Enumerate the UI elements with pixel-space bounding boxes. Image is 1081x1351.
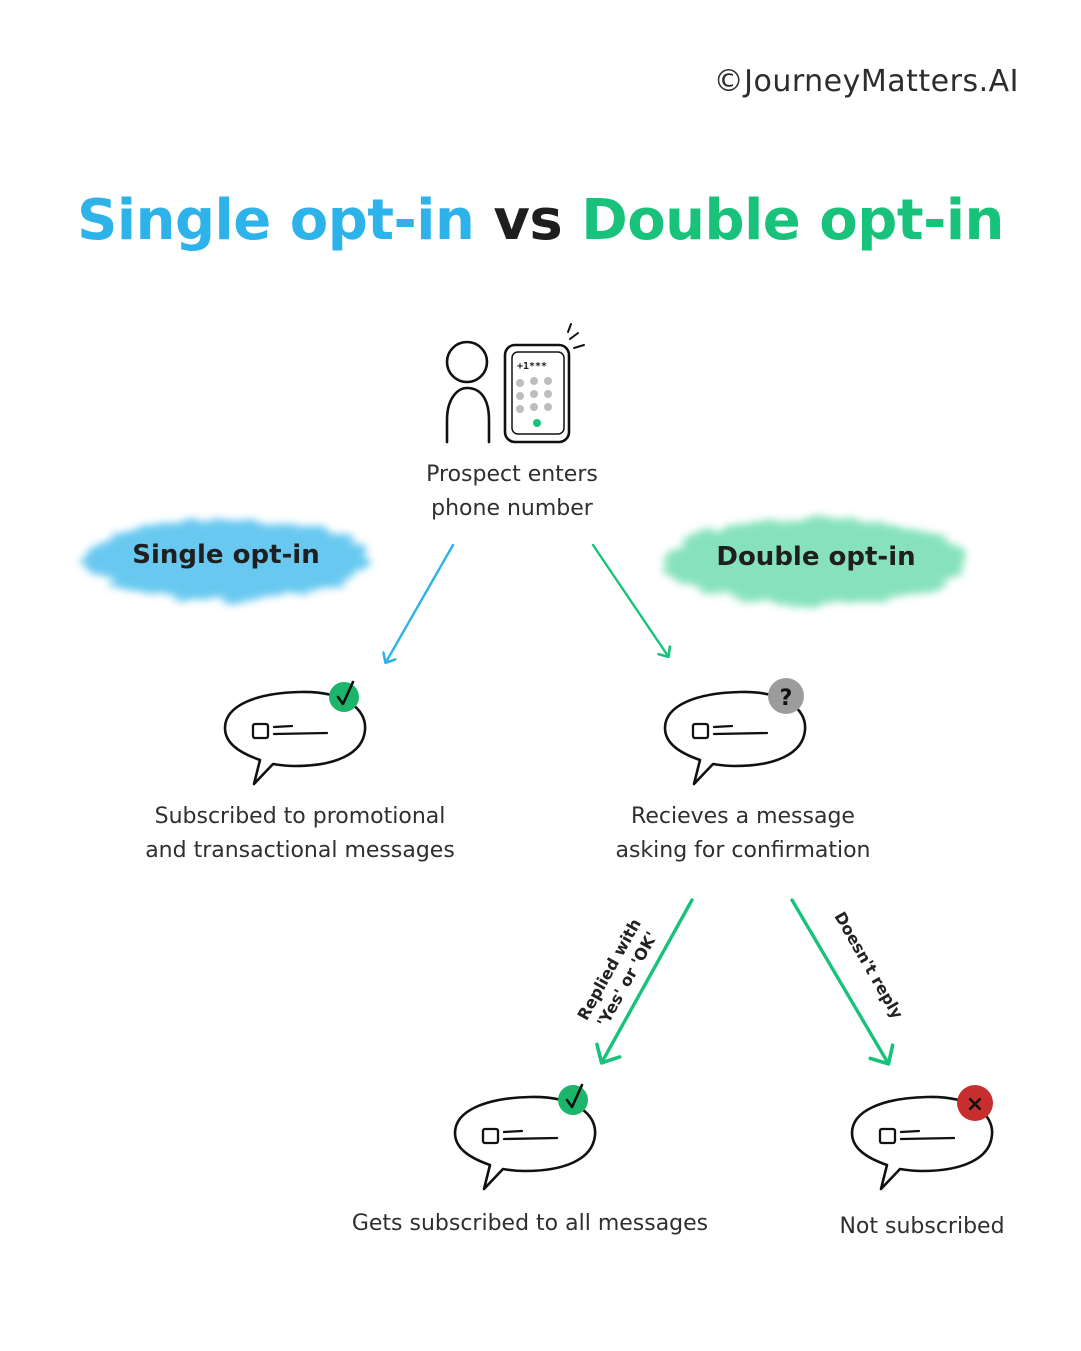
start-caption: Prospect enters phone number [412, 458, 612, 526]
title-double-opt-in: Double opt-in [581, 188, 1004, 253]
double-opt-in-brush [665, 518, 965, 606]
question-badge-icon [768, 678, 804, 714]
arrow-to-double [591, 543, 668, 656]
arrow-to-not-subscribed [790, 898, 895, 1066]
double-confirm-line2: asking for confirmation [615, 838, 871, 863]
copyright-text: ©JourneyMatters.AI [713, 64, 1019, 99]
person-icon [445, 340, 491, 444]
double-confirm-line1: Recieves a message [631, 804, 855, 829]
start-caption-line1: Prospect enters [426, 462, 598, 487]
double-confirm-caption: Recieves a message asking for confirmati… [588, 800, 898, 868]
title-single-opt-in: Single opt-in [77, 188, 475, 253]
title-vs: vs [493, 188, 563, 253]
phone-icon [503, 323, 585, 444]
single-result-caption: Subscribed to promotional and transactio… [130, 800, 470, 868]
double-no-caption: Not subscribed [839, 1214, 1005, 1239]
single-result-line2: and transactional messages [145, 838, 455, 863]
no-reply-label: Doesn't reply [830, 908, 907, 1022]
phone-number-display: +1*** [517, 361, 547, 372]
single-result-line1: Subscribed to promotional [154, 804, 446, 829]
question-mark: ? [780, 686, 793, 711]
double-opt-in-label: Double opt-in [716, 542, 916, 572]
check-badge-icon [558, 1085, 588, 1115]
check-mark-icon [565, 1083, 584, 1109]
arrow-to-single [386, 543, 455, 662]
double-yes-caption: Gets subscribed to all messages [351, 1211, 709, 1236]
cross-mark: × [966, 1092, 984, 1117]
check-badge-icon [329, 682, 359, 712]
cross-badge-icon [957, 1085, 993, 1121]
arrow-to-subscribed [595, 898, 694, 1065]
single-opt-in-label: Single opt-in [132, 540, 320, 570]
page-title: Single opt-in vs Double opt-in [0, 188, 1081, 253]
single-opt-in-brush [84, 520, 368, 600]
check-mark-icon [336, 680, 355, 706]
start-caption-line2: phone number [431, 496, 593, 521]
